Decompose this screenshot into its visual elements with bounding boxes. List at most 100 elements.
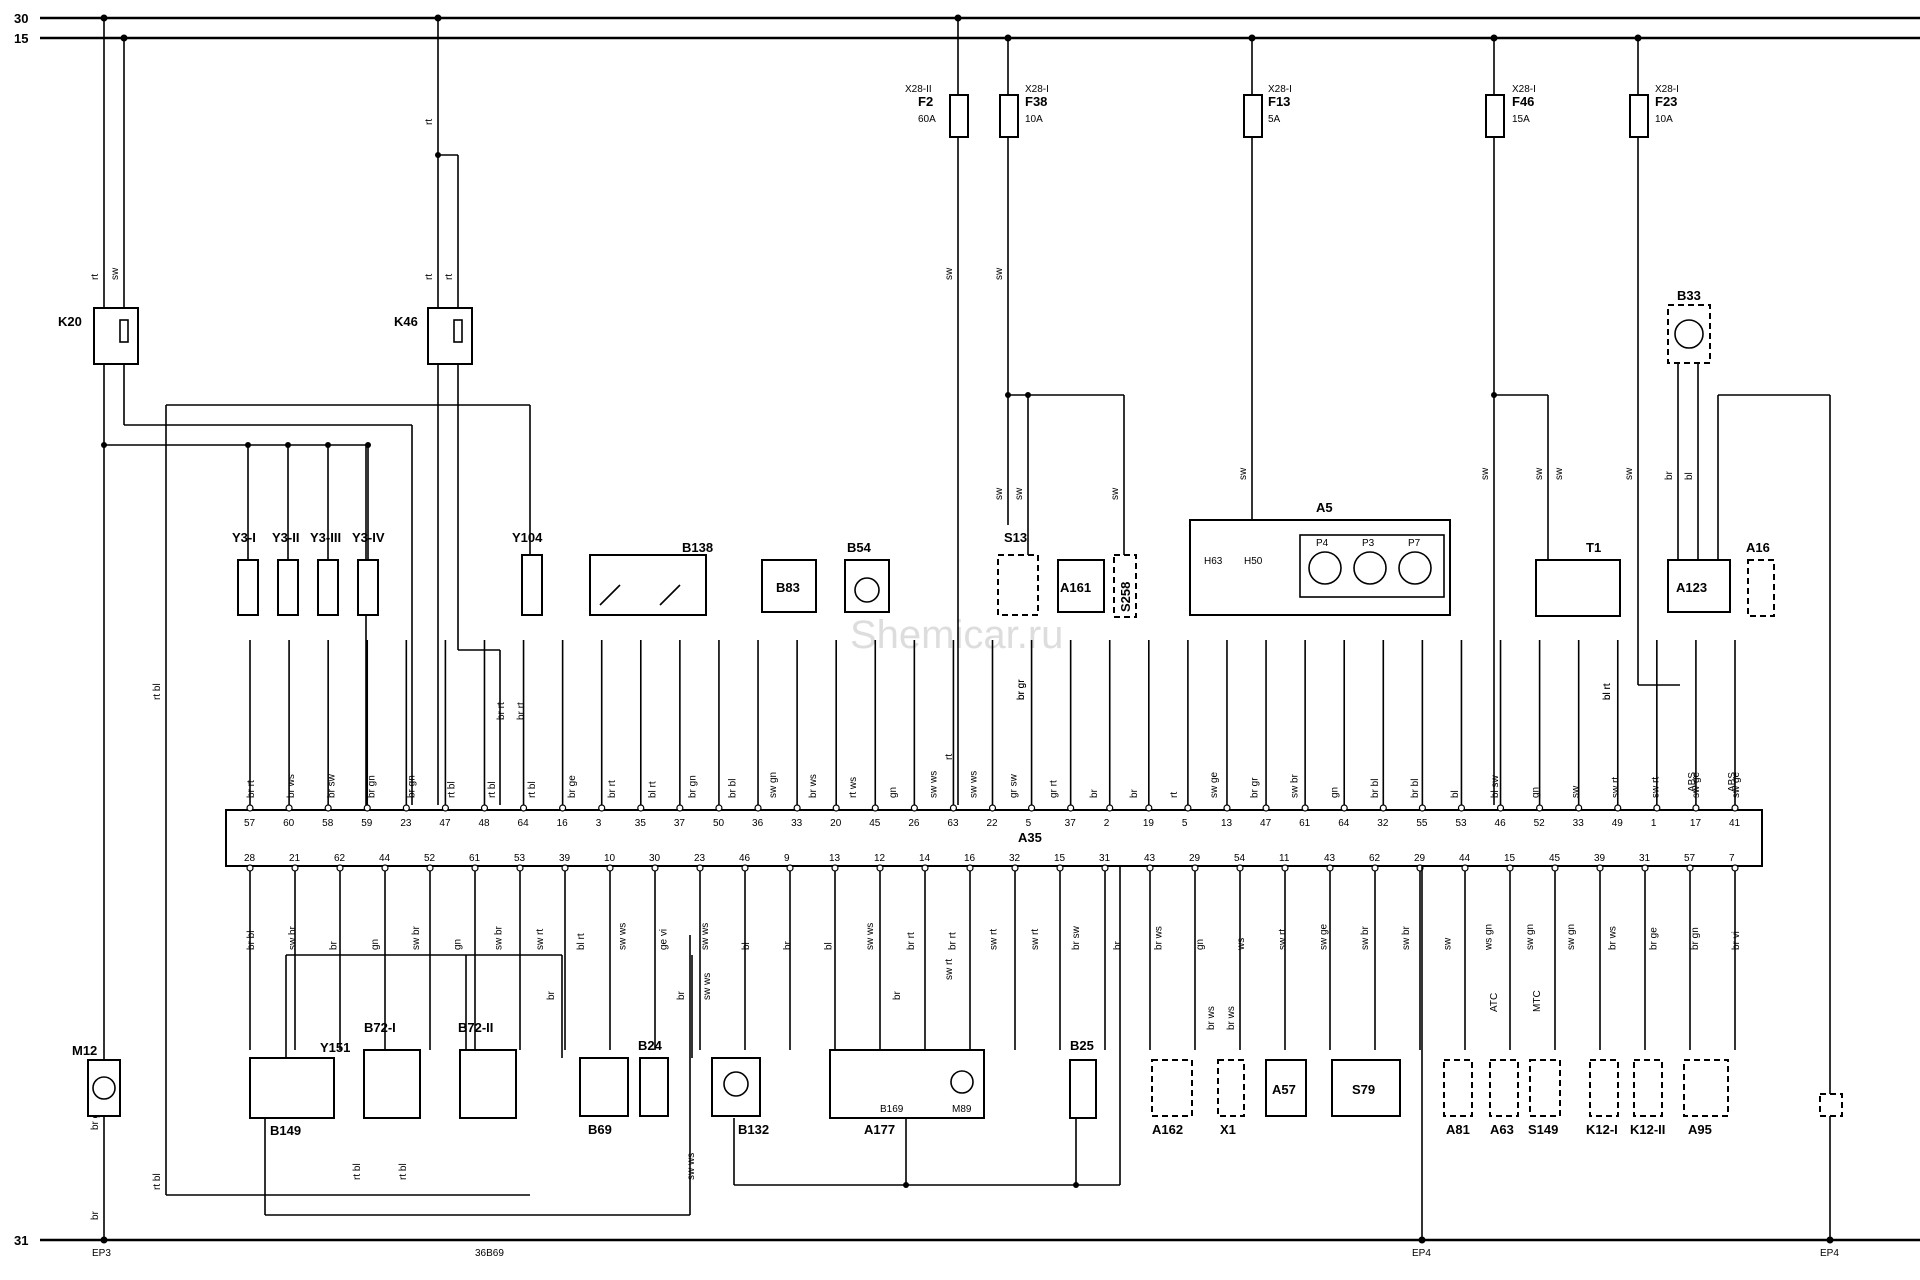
injector-y3-4[interactable]: Y3-IV [352,530,385,616]
ground-junction-ep4 [1819,1093,1843,1117]
wire-color-label: sw ws [700,923,711,950]
wire-color-label: br rt [246,780,257,798]
module-a63[interactable]: A63 [1489,1059,1519,1137]
sensor-b138[interactable]: B138 [589,540,713,616]
ecu-bottom-pin-dot [786,864,794,872]
valve-y104[interactable]: Y104 [512,530,543,616]
lambda-sensor-b72-1[interactable]: B72-I [363,1020,421,1119]
sensor-b24[interactable]: B24 [638,1038,669,1117]
ecu-top-pin-label: 2 [1104,818,1110,829]
wire-color-label: bl [1450,790,1461,798]
switch-s79[interactable]: S79 [1331,1059,1401,1117]
fuse-f13[interactable]: X28-I F13 5A [1243,84,1292,138]
wire-color-label: ws [1236,938,1247,951]
switch-s13[interactable]: S13 [997,530,1039,616]
feed-wire-color-label: br gr [1016,679,1027,700]
immobilizer-t1[interactable]: T1 [1535,540,1621,617]
ecu-bottom-pin-label: 62 [1369,853,1381,864]
module-a161[interactable]: A161 [1057,559,1105,613]
wire-color-label: sw br [287,925,298,950]
injector-y3-1[interactable]: Y3-I [232,530,259,616]
sensor-b132[interactable]: B132 [711,1057,769,1137]
feed-wire-color-label: sw [1480,467,1491,480]
feed-wire-color-label: br [546,990,557,1000]
svg-text:X28-I: X28-I [1025,84,1049,95]
ecu-bottom-pin-label: 31 [1639,853,1651,864]
module-a57[interactable]: A57 [1265,1059,1307,1117]
wire-color-label: rt bl [487,781,498,798]
ecu-top-pin-label: 49 [1612,818,1624,829]
wire-color-label: br vi [1731,931,1742,950]
fuse-f46[interactable]: X28-I F46 15A [1485,84,1536,138]
ecu-top-pin-dot [1379,804,1387,812]
module-a81[interactable]: A81 [1443,1059,1473,1137]
svg-text:Y3-III: Y3-III [310,530,341,545]
module-a16[interactable]: A16 [1746,540,1775,617]
module-a162[interactable]: A162 [1151,1059,1193,1137]
wire-color-label: sw rt [989,929,1000,950]
module-a95[interactable]: A95 [1683,1059,1729,1137]
svg-text:P3: P3 [1362,538,1375,549]
feed-wire-color-label: rt bl [152,683,163,700]
ecu-bottom-pin-label: 32 [1009,853,1021,864]
ecu-top-pin-dot [1223,804,1231,812]
ecu-bottom-pin-label: 53 [514,853,526,864]
relay-k20[interactable]: K20 [58,300,139,365]
ecu-bottom-pin-dot [246,864,254,872]
instrument-cluster-a5[interactable]: A5 H63 H50 P4 P3 P7 [1189,500,1451,616]
ecu-top-pin-dot [715,804,723,812]
sensor-b149[interactable]: B149 Y151 [249,1040,350,1138]
ecu-bottom-pin-label: 9 [784,853,790,864]
wire-color-label: bl sw [1490,774,1501,798]
feed-wire-color-label: br gn [90,1107,101,1130]
feed-wire-color-label: sw [1554,467,1565,480]
lambda-sensor-b72-2[interactable]: B72-II [458,1020,517,1119]
ecu-top-pin-label: 64 [518,818,530,829]
wire-color-label: sw gn [768,772,779,798]
ecu-top-pin-label: 37 [674,818,686,829]
svg-text:A57: A57 [1272,1082,1296,1097]
ecu-bottom-pin-label: 23 [694,853,706,864]
switch-s258[interactable]: S258 [1113,554,1137,618]
ecu-top-pin-label: 23 [400,818,412,829]
ecu-top-pin-label: 55 [1416,818,1428,829]
ecu-top-pin-label: 32 [1377,818,1389,829]
ecu-bottom-pin-dot [1686,864,1694,872]
ecu-bottom-pin-dot [1236,864,1244,872]
sensor-b25[interactable]: B25 [1069,1038,1097,1119]
svg-text:A63: A63 [1490,1122,1514,1137]
ecu-bottom-pin-dot [471,864,479,872]
ecu-top-pin-label: 17 [1690,818,1702,829]
sensor-b83[interactable]: B83 [761,559,817,613]
injector-y3-2[interactable]: Y3-II [272,530,299,616]
ecu-bottom-pin-label: 43 [1324,853,1336,864]
motor-m12[interactable]: M12 [72,1043,121,1117]
svg-text:X28-II: X28-II [905,84,932,95]
svg-text:A161: A161 [1060,580,1091,595]
knock-sensor-b69[interactable]: B69 [579,1057,629,1137]
switch-s149[interactable]: S149 [1528,1059,1561,1137]
feed-wires [100,14,1642,805]
connector-x1[interactable]: X1 [1217,1059,1245,1137]
svg-text:B33: B33 [1677,288,1701,303]
module-a123[interactable]: A123 [1667,559,1731,613]
feed-wire-color-label: rt bl [152,1173,163,1190]
relay-k46[interactable]: K46 [394,300,473,365]
ecu-top-pin-dot [519,804,528,812]
ecu-top-pin-dot [559,804,567,812]
sensor-b33[interactable]: B33 [1667,288,1711,364]
sensor-b54[interactable]: B54 [844,540,890,613]
injector-y3-3[interactable]: Y3-III [310,530,341,616]
svg-text:K46: K46 [394,314,418,329]
fuse-f38[interactable]: X28-I F38 10A [999,84,1049,138]
ecu-top-pin-dot [871,804,879,812]
fuse-f23[interactable]: X28-I F23 10A [1629,84,1679,138]
throttle-a177[interactable]: A177 B169 M89 [829,1049,985,1137]
wire-color-label: sw rt [1611,777,1622,798]
relay-k12-1[interactable]: K12-I [1586,1059,1619,1137]
svg-text:A177: A177 [864,1122,895,1137]
wire-color-label: br rt [906,932,917,950]
relay-k12-2[interactable]: K12-II [1630,1059,1665,1137]
fuse-f2[interactable]: X28-II F2 60A [905,84,969,138]
